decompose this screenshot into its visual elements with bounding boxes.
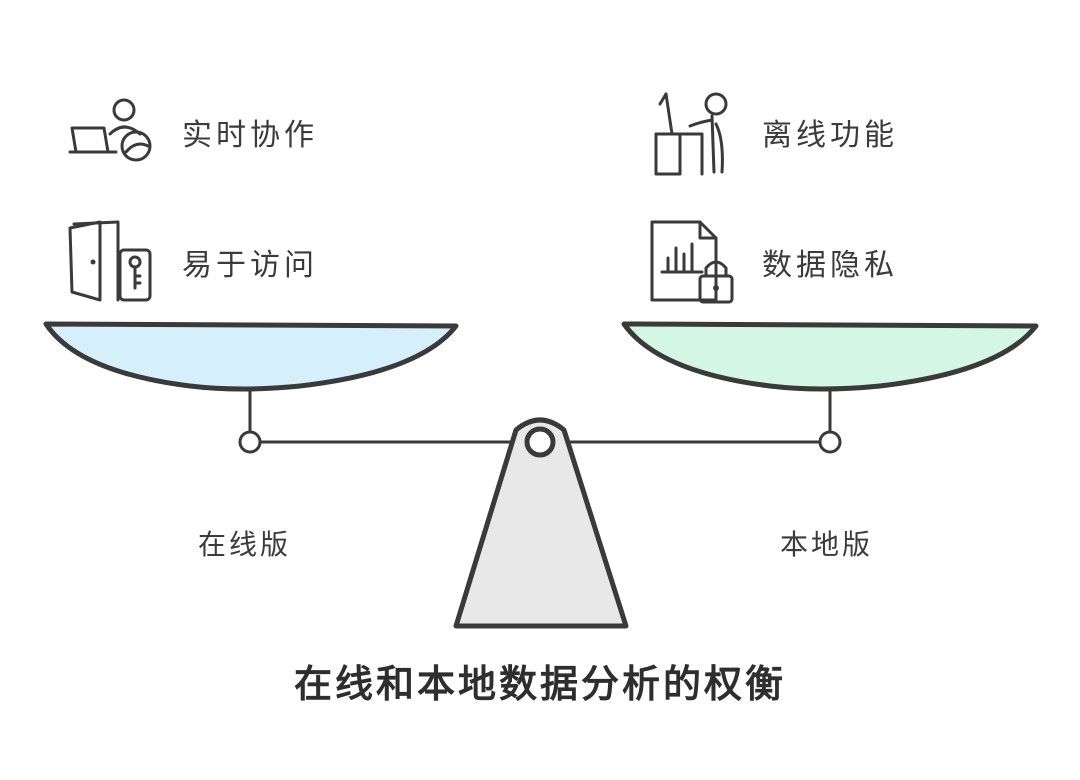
desk-worker-icon: [654, 92, 728, 176]
left-scale-pan: [43, 321, 459, 454]
fulcrum: [453, 417, 629, 629]
locked-document-icon: [650, 220, 734, 304]
online-version-label: 在线版: [198, 528, 291, 561]
feature-label-easy-access: 易于访问: [182, 248, 318, 283]
door-key-icon: [68, 220, 152, 302]
right-scale-pan: [621, 321, 1039, 454]
collaboration-icon: [68, 98, 152, 162]
diagram-title: 在线和本地数据分析的权衡: [294, 662, 786, 706]
feature-label-data-privacy: 数据隐私: [762, 248, 898, 283]
feature-label-realtime-collab: 实时协作: [182, 118, 318, 153]
feature-label-offline: 离线功能: [762, 118, 898, 153]
local-version-label: 本地版: [780, 528, 873, 561]
